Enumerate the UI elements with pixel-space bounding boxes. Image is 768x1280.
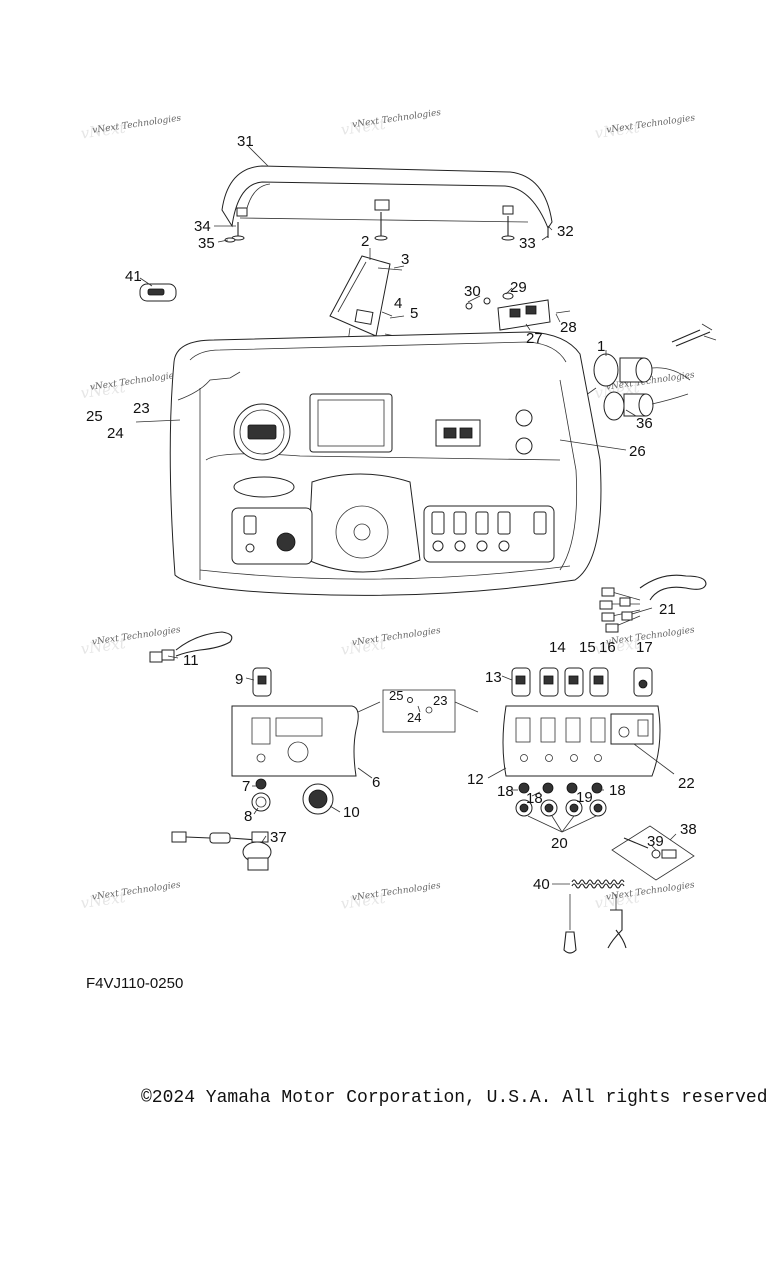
- callout-18a: 18: [497, 783, 514, 800]
- callout-14: 14: [549, 639, 566, 656]
- callout-27: 27: [526, 330, 543, 347]
- callout-9: 9: [235, 671, 243, 688]
- callout-16: 16: [599, 639, 616, 656]
- watermark: vNext Technologies: [91, 880, 181, 902]
- callout-7: 7: [242, 778, 250, 795]
- callout-2: 2: [361, 233, 369, 250]
- inset-callout-24: 24: [407, 710, 421, 725]
- watermark: vNext Technologies: [352, 108, 442, 130]
- callout-11: 11: [183, 652, 199, 669]
- callout-32: 32: [557, 223, 574, 240]
- left-rocker-switch: [252, 667, 272, 697]
- callout-15: 15: [579, 639, 596, 656]
- inset-callout-25: 25: [389, 688, 403, 703]
- callout-24: 24: [107, 425, 124, 442]
- callout-22: 22: [678, 775, 695, 792]
- callout-41: 41: [125, 268, 142, 285]
- wiring-harness: [599, 574, 707, 633]
- watermark: vNext Technologies: [351, 881, 441, 903]
- callout-28: 28: [560, 319, 577, 336]
- callout-39: 39: [647, 833, 664, 850]
- callout-10: 10: [343, 804, 360, 821]
- callout-3: 3: [401, 251, 409, 268]
- callout-17: 17: [636, 639, 653, 656]
- switch-bracket: [465, 292, 571, 331]
- key-fob: [139, 283, 177, 302]
- watermark: vNext Technologies: [606, 113, 696, 135]
- hardware-inset: [382, 689, 479, 733]
- callout-36: 36: [636, 415, 653, 432]
- watermark: vNext Technologies: [351, 626, 441, 648]
- callout-30: 30: [464, 283, 481, 300]
- watermark: vNext Technologies: [89, 370, 179, 392]
- callout-18c: 18: [609, 782, 626, 799]
- callout-35: 35: [198, 235, 215, 252]
- callout-5: 5: [410, 305, 418, 322]
- indicator-lights: [515, 782, 607, 833]
- callout-29: 29: [510, 279, 527, 296]
- callout-8: 8: [244, 808, 252, 825]
- callout-33: 33: [519, 235, 536, 252]
- callout-4: 4: [394, 295, 402, 312]
- left-switch-panel: [231, 701, 381, 779]
- callout-6: 6: [372, 774, 380, 791]
- usb-sockets: [533, 323, 717, 433]
- callout-20: 20: [551, 835, 568, 852]
- callout-37: 37: [270, 829, 287, 846]
- grab-bar: [221, 165, 553, 243]
- callout-1: 1: [597, 338, 605, 355]
- watermark: vNext Technologies: [91, 625, 181, 647]
- callout-12: 12: [467, 771, 484, 788]
- right-switch-panel: [487, 705, 675, 779]
- small-harness: [149, 631, 233, 663]
- callout-26: 26: [629, 443, 646, 460]
- callout-40: 40: [533, 876, 550, 893]
- callout-19: 19: [576, 789, 593, 806]
- left-panel-hardware: [251, 778, 334, 815]
- callout-labels: 1 2 3 4 5 6 7 8 9 10 11 12 13 14 15 16 1…: [86, 133, 697, 893]
- coiled-cord: [563, 879, 627, 954]
- key-switch-inset: [611, 825, 695, 881]
- rocker-switches: [511, 667, 653, 697]
- callout-25: 25: [86, 408, 103, 425]
- copyright-notice: ©2024 Yamaha Motor Corporation, U.S.A. A…: [141, 1088, 768, 1108]
- callout-34: 34: [194, 218, 211, 235]
- inset-callout-23: 23: [433, 693, 447, 708]
- callout-23: 23: [133, 400, 150, 417]
- figure-code: F4VJ110-0250: [86, 975, 184, 992]
- callout-13: 13: [485, 669, 502, 686]
- watermark: vNext Technologies: [92, 114, 182, 136]
- callout-38: 38: [680, 821, 697, 838]
- dashboard: [135, 331, 627, 596]
- callout-31: 31: [237, 133, 254, 150]
- callout-18b: 18: [526, 790, 543, 807]
- callout-21: 21: [659, 601, 676, 618]
- wired-switch: [171, 831, 272, 871]
- leader-lines: [139, 145, 677, 885]
